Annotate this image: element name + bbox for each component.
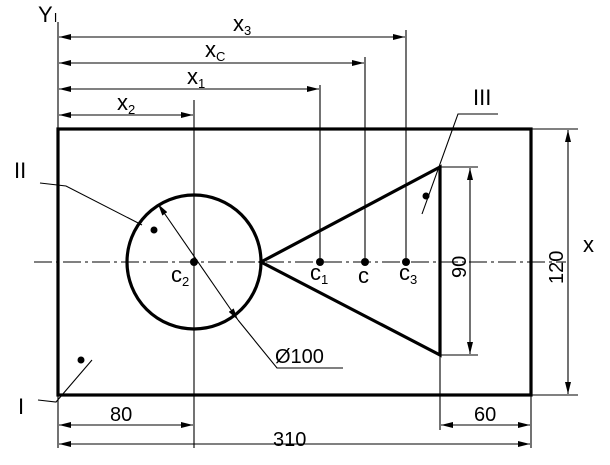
leader-region-III <box>421 113 498 215</box>
y-axis-label: YI <box>38 2 57 27</box>
dimension-label-90: 90 <box>449 256 471 278</box>
label-c: c <box>358 263 369 288</box>
centroid-c2-point <box>190 258 198 266</box>
dimension-label-310: 310 <box>273 429 306 451</box>
label-region-II: II <box>14 158 26 183</box>
label-x1: x1 <box>187 64 205 91</box>
diameter-leader-line <box>237 319 343 369</box>
label-x2: x2 <box>117 90 135 117</box>
leader-region-II <box>39 182 143 226</box>
dimension-label-80: 80 <box>110 404 132 426</box>
label-c2: c2 <box>171 262 189 289</box>
leader-region-I <box>37 359 93 403</box>
label-c1: c1 <box>310 260 328 287</box>
label-region-III: III <box>473 85 491 110</box>
centroid-c1-point <box>316 258 324 266</box>
centroid-c-point <box>361 258 369 266</box>
region-II-marker <box>150 226 158 234</box>
dimension-label-60: 60 <box>474 404 496 426</box>
region-III-marker <box>422 192 430 200</box>
label-region-I: I <box>18 394 24 419</box>
dimension-label-diameter: Ø100 <box>275 346 324 368</box>
dimension-label-120: 120 <box>546 251 568 284</box>
triangle-outline <box>257 164 442 358</box>
centroid-c3-point <box>402 258 410 266</box>
label-c3: c3 <box>399 260 417 287</box>
region-I-marker <box>77 356 85 364</box>
label-xc: xC <box>205 37 225 64</box>
label-x3: x3 <box>233 11 251 38</box>
x-axis-label: x <box>583 232 594 257</box>
